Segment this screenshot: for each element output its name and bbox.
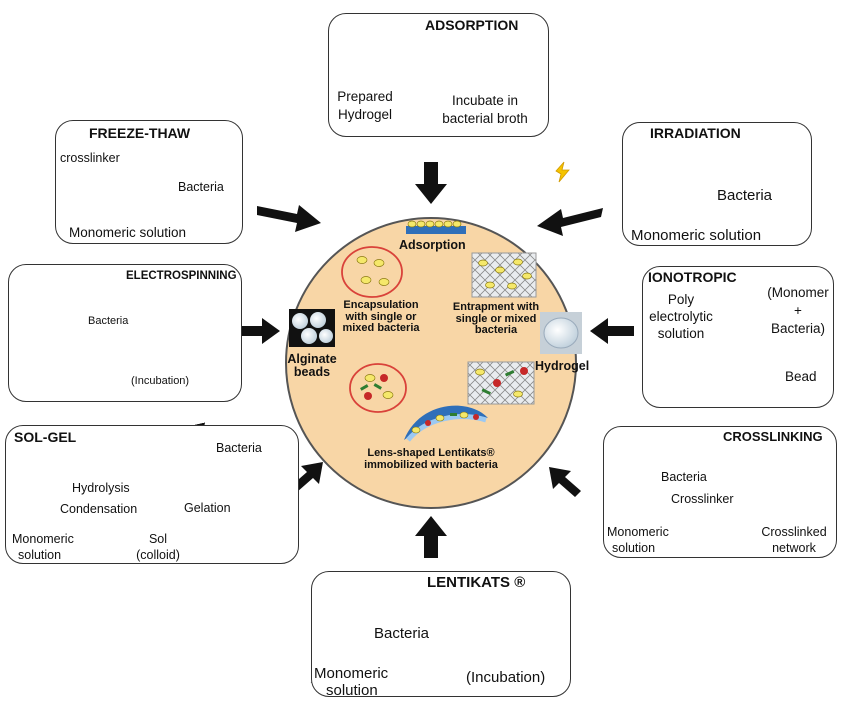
center-entrapment-label: Entrapment with single or mixed bacteria: [452, 301, 540, 337]
ionotropic-plus-label: +: [794, 303, 802, 318]
adsorption-broth-label: bacterial broth: [442, 111, 528, 126]
arrow-sol-gel: [291, 462, 323, 492]
crosslinking-network-label: network: [772, 541, 816, 555]
adsorption-title: ADSORPTION: [425, 17, 519, 33]
adsorption-box: [328, 13, 549, 137]
sol-gel-hydrolysis-label: Hydrolysis: [72, 481, 130, 495]
ionotropic-bacteria-label: Bacteria): [770, 321, 826, 336]
center-adsorption-label: Adsorption: [399, 238, 466, 252]
sol-gel-title: SOL-GEL: [14, 429, 77, 445]
electrospinning-collector-label: Collector: [32, 372, 76, 384]
center-alginate-label: Alginate beads: [287, 352, 337, 380]
irradiation-box: [622, 122, 812, 246]
lentikats-monomeric-label: Monomeric: [314, 665, 389, 682]
electrospinning-title: ELECTROSPINNING: [126, 270, 237, 282]
irradiation-title: IRRADIATION: [650, 125, 741, 141]
ionotropic-poly-label: Poly: [667, 292, 695, 307]
freeze-thaw-monomeric-label: Monomeric solution: [69, 225, 187, 240]
sol-gel-gelation-label: Gelation: [184, 501, 231, 515]
ionotropic-title: IONOTROPIC: [648, 269, 737, 285]
sol-gel-condensation-label: Condensation: [60, 502, 138, 516]
freeze-thaw-bacteria-label: Bacteria: [178, 180, 224, 194]
irradiation-bacteria-label: Bacteria: [717, 187, 773, 204]
arrow-lentikats: [415, 516, 447, 558]
electrospinning-box: [8, 264, 242, 402]
lentikats-incubation-label: (Incubation): [466, 669, 546, 686]
center-encapsulation-label: Encapsulation with single or mixed bacte…: [342, 299, 420, 335]
freeze-thaw-box: [55, 120, 243, 244]
center-hydrogel-label: Hydrogel: [535, 359, 590, 373]
method-arrows: [236, 162, 634, 558]
ionotropic-solution-label: solution: [657, 326, 705, 341]
irradiation-monomeric-label: Monomeric solution: [631, 227, 762, 244]
lentikats-bacteria-label: Bacteria: [374, 625, 430, 642]
electrospinning-bacteria-label: Bacteria: [88, 315, 129, 327]
crosslinking-box: [603, 426, 837, 558]
crosslinking-crosslinked-label: Crosslinked: [761, 525, 827, 539]
crosslinking-bacteria-label: Bacteria: [661, 470, 707, 484]
electrospinning-incubation-label: (Incubation): [131, 375, 190, 387]
freeze-thaw-title: FREEZE-THAW: [89, 125, 191, 141]
adsorption-hydrogel-label: Hydrogel: [337, 107, 393, 122]
sol-gel-monomeric-label: Monomeric: [12, 532, 74, 546]
arrow-adsorption: [415, 162, 447, 204]
ionotropic-monomer-label: (Monomer: [767, 285, 829, 300]
lentikats-title: LENTIKATS ®: [427, 574, 526, 591]
crosslinking-solution-label: solution: [612, 541, 656, 555]
arrow-irradiation: [537, 208, 603, 236]
adsorption-prepared-label: Prepared: [337, 89, 393, 104]
sol-gel-bacteria-label: Bacteria: [216, 441, 262, 455]
lentikats-box: [311, 571, 571, 697]
lightning-icon: [555, 161, 570, 183]
sol-gel-box: [5, 425, 299, 564]
sol-gel-colloid-label: (colloid): [136, 548, 180, 562]
freeze-thaw-crosslinker-label: crosslinker: [60, 151, 120, 165]
ionotropic-electrolytic-label: electrolytic: [649, 309, 713, 324]
ionotropic-bead-label: Bead: [785, 369, 817, 384]
adsorption-incubate-label: Incubate in: [451, 93, 519, 108]
arrow-freeze-thaw: [257, 205, 321, 232]
arrow-ionotropic: [590, 318, 634, 344]
crosslinking-title: CROSSLINKING: [723, 429, 823, 444]
sol-gel-sol-label: Sol: [148, 532, 168, 546]
center-graphics: [289, 220, 582, 442]
arrow-crosslinking: [549, 467, 581, 497]
center-lentikats-label: Lens-shaped Lentikats® immobilized with …: [364, 447, 498, 471]
crosslinking-monomeric-label: Monomeric: [607, 525, 669, 539]
lentikats-solution-label: solution: [326, 682, 378, 699]
sol-gel-solution-label: solution: [18, 548, 62, 562]
ionotropic-box: [642, 266, 834, 408]
arrow-electrospinning: [236, 318, 280, 344]
crosslinking-crosslinker-label: Crosslinker: [671, 492, 734, 506]
